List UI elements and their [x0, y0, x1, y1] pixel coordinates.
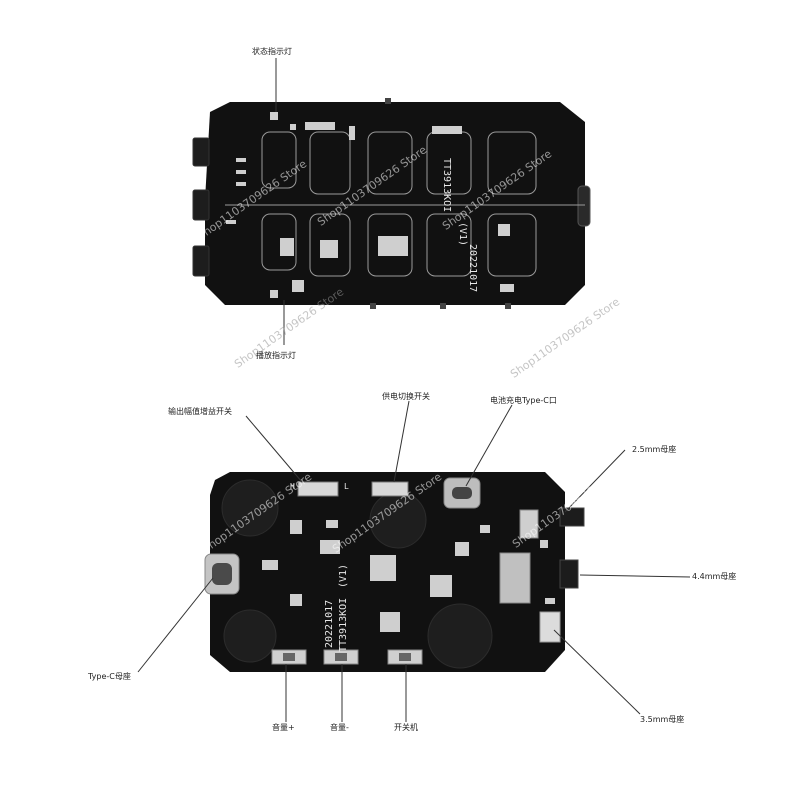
top-board-date-text: 20221017	[467, 244, 478, 293]
callout-lines	[137, 58, 691, 722]
switch-h-mark: H	[290, 482, 295, 491]
bottom-board	[204, 472, 585, 672]
label-vol-down: 音量-	[330, 723, 349, 732]
label-jack-44: 4.4mm母座	[692, 572, 737, 581]
label-play-led: 播放指示灯	[256, 351, 296, 360]
bottom-board-date-text: 20221017	[324, 599, 335, 648]
bottom-board-version-text: (V1)	[338, 563, 349, 588]
label-battery-typec: 电池充电Type-C口	[490, 396, 557, 405]
label-power-button: 开关机	[394, 723, 418, 732]
bottom-board-model-text: TT3913KOI	[338, 597, 349, 652]
label-status-led: 状态指示灯	[252, 47, 292, 56]
label-typec-socket: Type-C母座	[88, 672, 131, 681]
top-board-model-text: TT3913KOI	[441, 158, 452, 213]
top-board-version-text: (V1)	[457, 222, 468, 247]
label-power-switch: 供电切换开关	[382, 392, 430, 401]
label-jack-35: 3.5mm母座	[640, 715, 685, 724]
label-vol-up: 音量+	[272, 723, 295, 732]
top-board	[192, 98, 591, 309]
label-jack-25: 2.5mm母座	[632, 445, 677, 454]
switch-l-mark: L	[344, 482, 349, 491]
label-gain-switch: 输出幅值增益开关	[168, 407, 232, 416]
